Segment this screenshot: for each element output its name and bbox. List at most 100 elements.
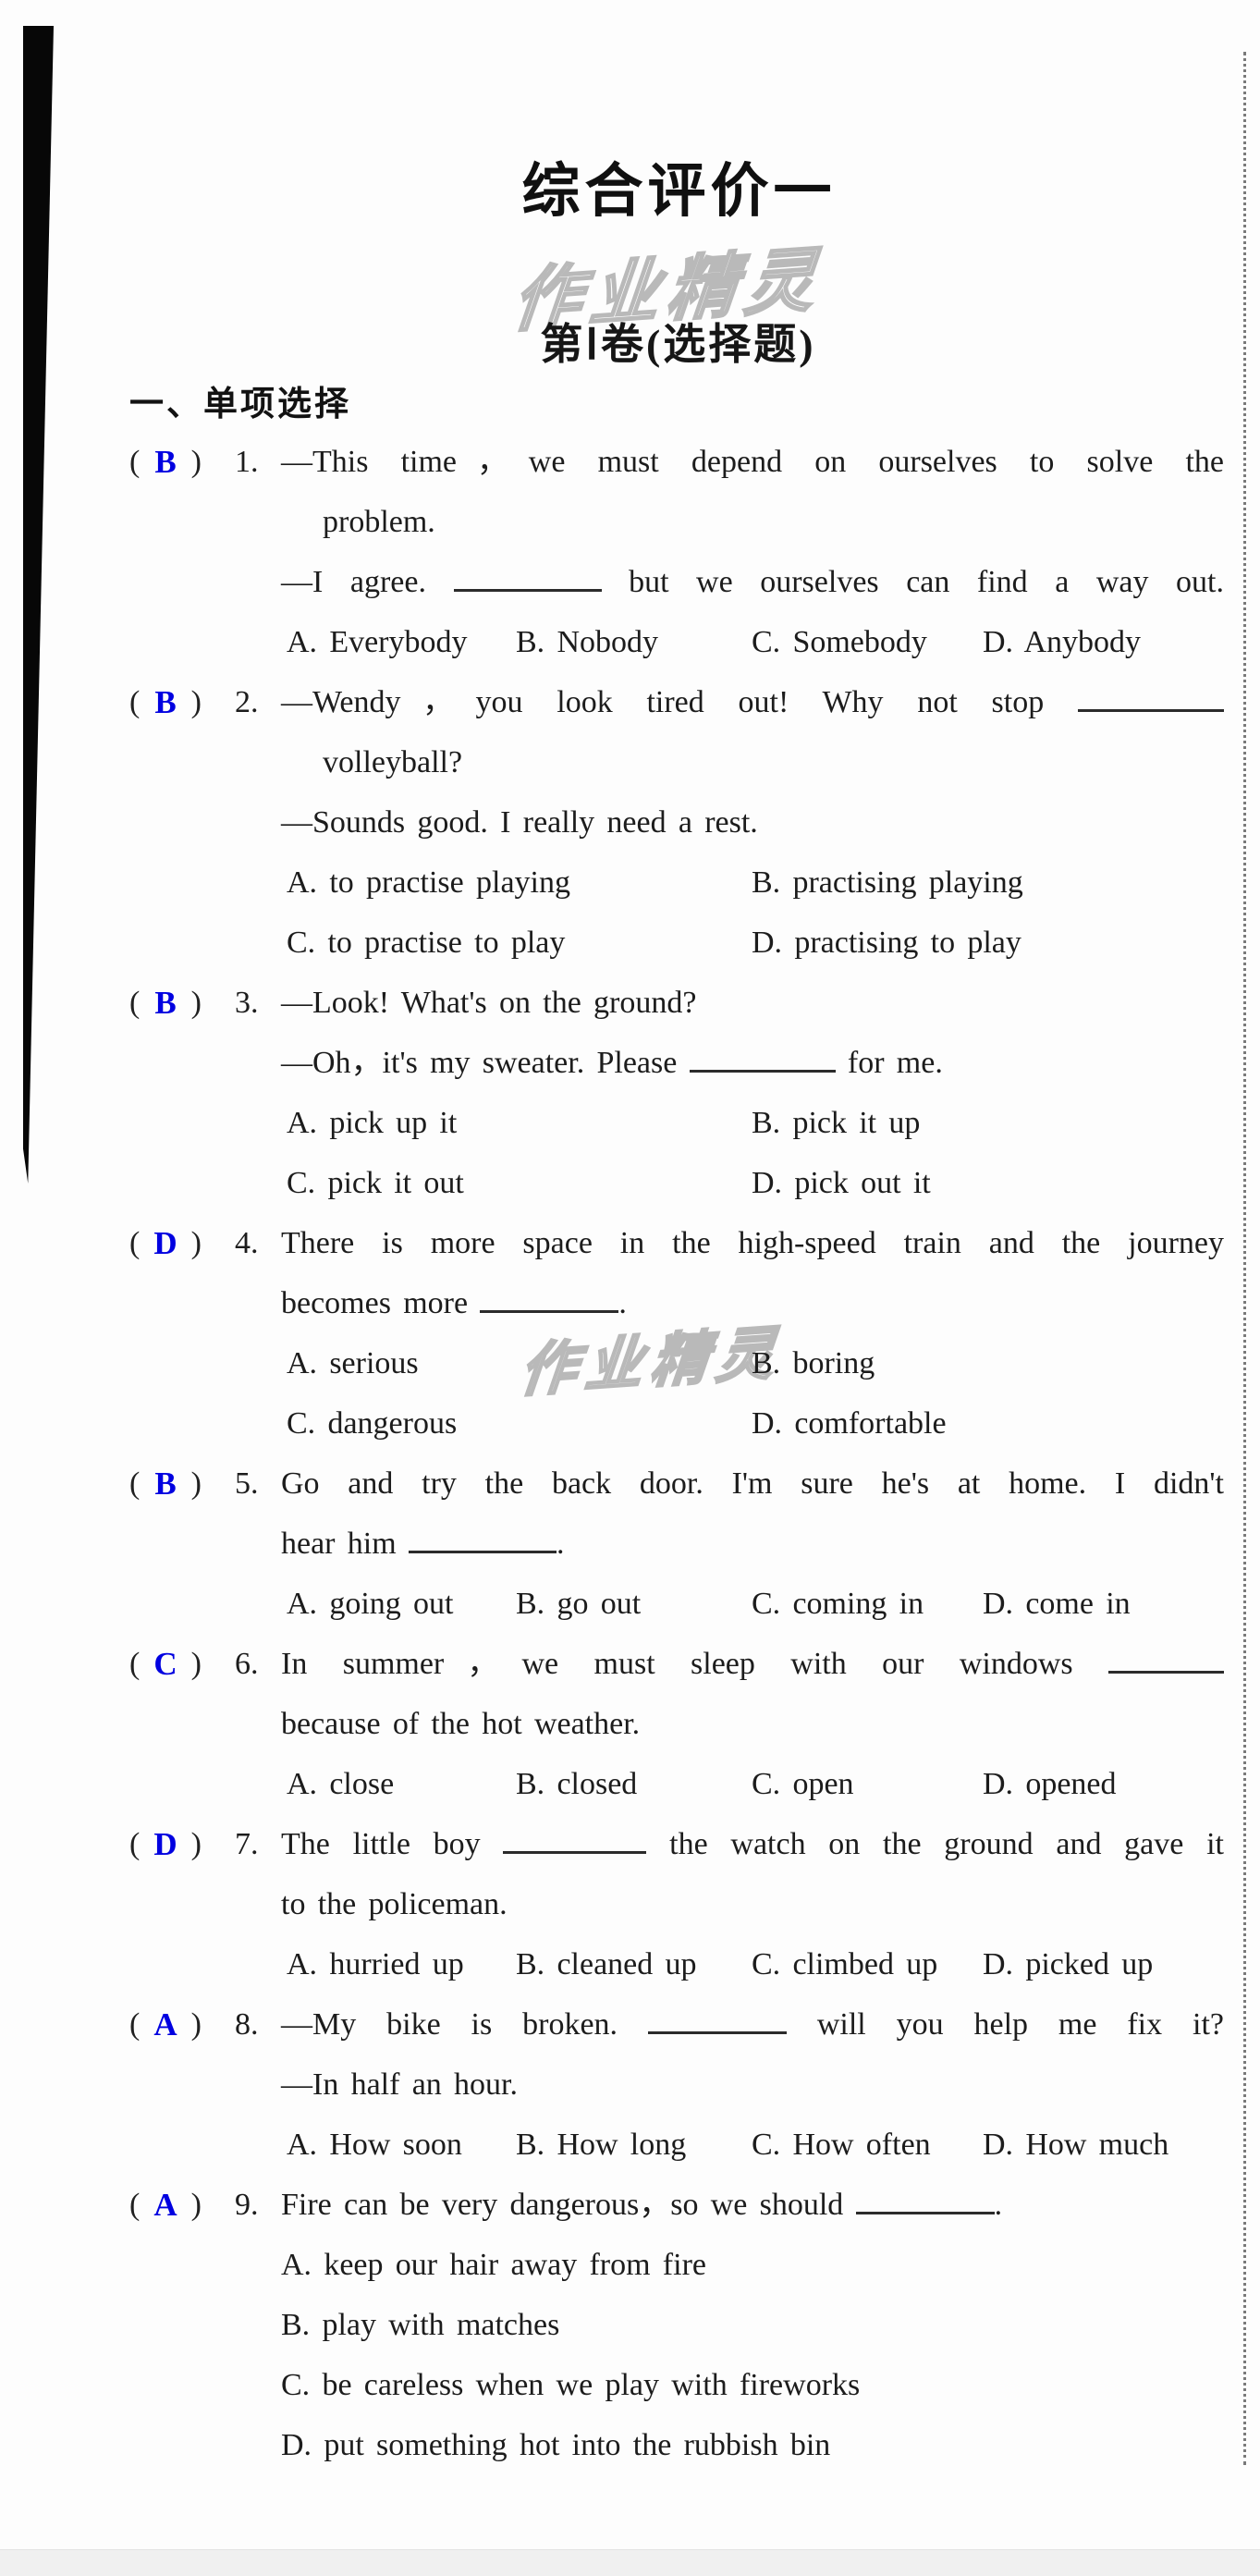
answer-box: (A): [129, 1994, 202, 2055]
options-row: A. How soon B. How long C. How often D. How…: [281, 2115, 1224, 2175]
option: A. Everybody: [287, 625, 468, 659]
options-row: A. pick up it B. pick it up: [281, 1093, 1224, 1153]
question-line: —My bike is broken. will you help me fix…: [281, 1994, 1224, 2055]
question-row: ( D) 4. There is more space in the high-spe…: [0, 1213, 1260, 1454]
question-line: D. put something hot into the rubbish bi…: [281, 2428, 831, 2462]
answer-letter: D: [153, 1225, 177, 1261]
option: D. How much: [983, 2128, 1169, 2162]
question-body: The little boy the watch on the ground a…: [281, 1814, 1224, 1994]
question-body: There is more space in the high-speed tr…: [281, 1213, 1224, 1454]
option: B. Nobody: [516, 625, 658, 659]
question-number: 4.: [235, 1226, 259, 1260]
question-line: to the policeman.: [281, 1887, 508, 1921]
answer-paren-close: ): [190, 986, 202, 1020]
question-row: (A)8.—My bike is broken. will you help m…: [0, 1994, 1260, 2175]
answer-paren-open: (: [129, 445, 141, 479]
answer-box: (B): [129, 1454, 202, 1514]
answer-letter: B: [154, 1466, 177, 1502]
question-number: 7.: [235, 1827, 259, 1861]
question-line: —This time，we must depend on ourselves t…: [281, 445, 1224, 479]
option: B. pick it up: [752, 1106, 921, 1140]
answer-paren-close: ): [190, 445, 202, 479]
option: A. going out: [287, 1587, 454, 1621]
option: A. How soon: [287, 2128, 462, 2162]
option: B. How long: [516, 2128, 687, 2162]
question-body: —This time，we must depend on ourselves t…: [281, 432, 1224, 672]
question-number: 2.: [235, 685, 259, 719]
blank-underline: [1078, 677, 1225, 712]
question-line: becomes more .: [281, 1273, 1224, 1333]
page-edge-dotted-line: [1243, 52, 1246, 2465]
option: D. picked up: [983, 1947, 1154, 1981]
option: B. go out: [516, 1587, 642, 1621]
question-line: —Oh，it's my sweater. Please for me.: [281, 1033, 1224, 1093]
blank-underline: [480, 1278, 619, 1313]
option: C. How often: [752, 2128, 931, 2162]
option: A. pick up it: [287, 1106, 458, 1140]
question-line: The little boy the watch on the ground a…: [281, 1814, 1224, 1874]
question-row: (B)1.—This time，we must depend on oursel…: [0, 432, 1260, 672]
question-number: 9.: [235, 2188, 259, 2222]
answer-paren-open: (: [129, 2188, 141, 2222]
question-body: —Wendy，you look tired out! Why not stop …: [281, 672, 1225, 973]
question-line: Fire can be very dangerous，so we should …: [281, 2175, 1224, 2235]
question-line: B. play with matches: [281, 2308, 560, 2342]
option: A. to practise playing: [287, 865, 570, 900]
option: B. cleaned up: [516, 1947, 697, 1981]
answer-paren-open: (: [129, 685, 141, 719]
answer-paren-close: ): [190, 1226, 202, 1260]
page-subtitle: 第Ⅰ卷(选择题): [540, 321, 816, 368]
question-line: volleyball?: [323, 745, 463, 779]
options-row: A. hurried up B. cleaned up C. climbed up D…: [281, 1934, 1224, 1994]
question-list: (B)1.—This time，we must depend on oursel…: [0, 432, 1260, 2475]
question-body: In summer，we must sleep with our windows…: [281, 1634, 1224, 1814]
option: B. boring: [752, 1346, 875, 1380]
answer-paren-open: (: [129, 2007, 141, 2042]
option: D. opened: [983, 1767, 1117, 1801]
option: B. closed: [516, 1767, 638, 1801]
answer-paren-open: (: [129, 1226, 141, 1260]
answer-paren-close: ): [190, 685, 202, 719]
question-row: (D) 7. The little boy the watch on the gro…: [0, 1814, 1260, 1994]
question-line: —In half an hour.: [281, 2067, 518, 2102]
question-line: A. keep our hair away from fire: [281, 2248, 706, 2282]
answer-letter: D: [153, 1826, 177, 1862]
blank-underline: [855, 2179, 995, 2214]
option: D. come in: [983, 1587, 1131, 1621]
blank-underline: [503, 1819, 647, 1854]
question-line: In summer，we must sleep with our windows: [281, 1634, 1224, 1694]
answer-letter: B: [154, 684, 177, 720]
answer-paren-close: ): [190, 1647, 202, 1681]
blank-underline: [647, 1999, 787, 2034]
question-line: There is more space in the high-speed tr…: [281, 1226, 1224, 1260]
answer-box: ( B): [129, 672, 202, 732]
question-body: Go and try the back door. I'm sure he's …: [281, 1454, 1224, 1634]
question-line: Go and try the back door. I'm sure he's …: [281, 1466, 1224, 1501]
question-row: ( B) 2. —Wendy，you look tired out! Why not …: [0, 672, 1260, 973]
answer-paren-close: ): [190, 1827, 202, 1861]
question-line: —I agree. but we ourselves can find a wa…: [281, 552, 1224, 612]
option: A. close: [287, 1767, 395, 1801]
answer-paren-open: (: [129, 1466, 141, 1501]
answer-letter: B: [154, 444, 177, 480]
question-line: hear him .: [281, 1514, 1224, 1574]
question-number: 5.: [235, 1466, 259, 1501]
answer-box: (D): [129, 1814, 202, 1874]
section-heading: 一、单项选择: [129, 385, 351, 423]
answer-box: (C): [129, 1634, 202, 1694]
blank-underline: [453, 557, 602, 592]
option: C. Somebody: [752, 625, 927, 659]
answer-box: (A): [129, 2175, 202, 2235]
option: A. hurried up: [287, 1947, 464, 1981]
answer-letter: B: [154, 985, 177, 1021]
answer-letter: C: [153, 1646, 177, 1682]
answer-paren-open: (: [129, 986, 141, 1020]
option: C. climbed up: [752, 1947, 938, 1981]
page-title: 综合评价一: [521, 159, 837, 224]
option: C. pick it out: [287, 1166, 464, 1200]
